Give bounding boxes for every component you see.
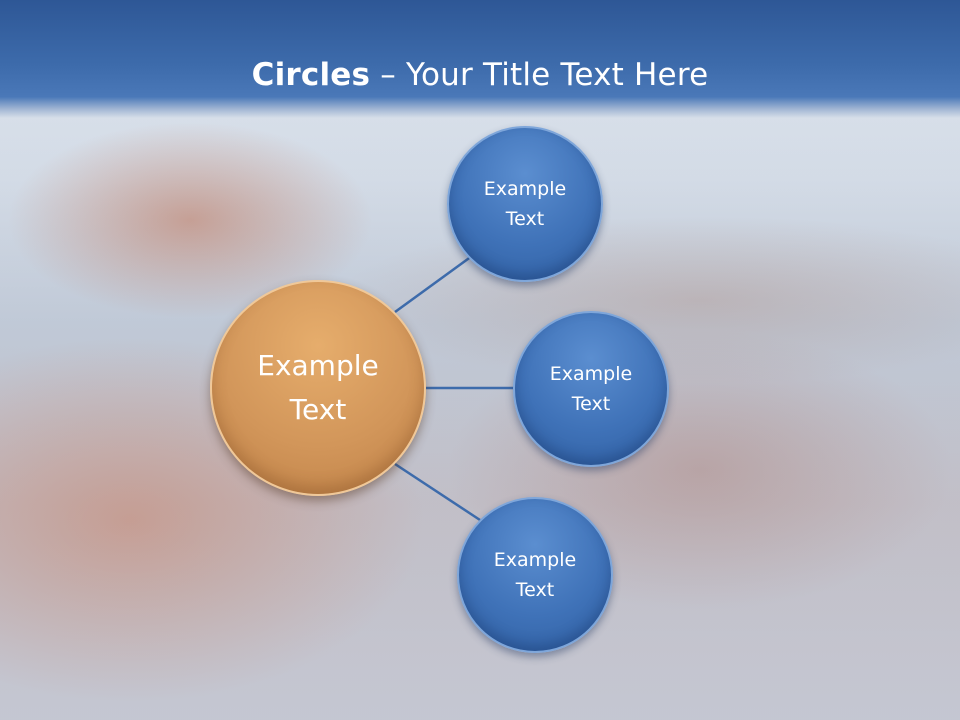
connector-bottom — [394, 462, 481, 522]
title-bold: Circles — [251, 57, 371, 93]
node-circle-top[interactable]: Example Text — [447, 126, 603, 282]
node-circle-middle[interactable]: Example Text — [513, 311, 669, 467]
node-circle-bottom[interactable]: Example Text — [457, 497, 613, 653]
node-circle-bottom-label: Example Text — [493, 549, 577, 601]
node-circle-top-label: Example Text — [483, 178, 567, 230]
connector-top — [394, 254, 473, 314]
node-circle-middle-label: Example Text — [549, 363, 633, 415]
slide-title: Circles – Your Title Text Here — [0, 52, 960, 98]
center-circle[interactable]: Example Text — [210, 280, 426, 496]
title-rest: – Your Title Text Here — [370, 57, 709, 93]
center-circle-label: Example Text — [257, 349, 379, 426]
title-bar — [0, 0, 960, 118]
